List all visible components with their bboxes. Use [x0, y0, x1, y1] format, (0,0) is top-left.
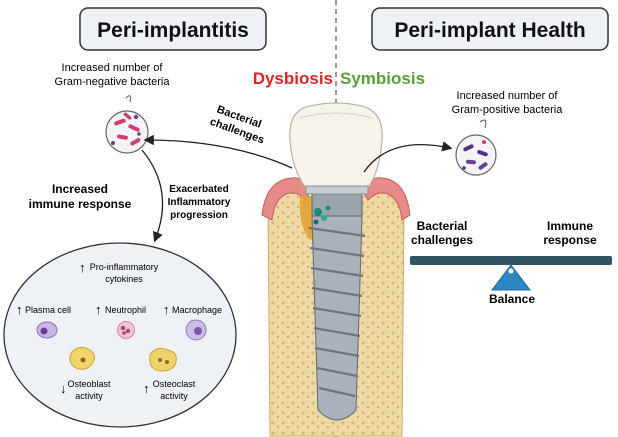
- exacerbated-label-line3: progression: [170, 210, 228, 221]
- up-arrow-icon: ↑: [163, 302, 170, 317]
- balance-label: Balance: [489, 292, 535, 306]
- gram-negative-caption-line2: Gram-negative bacteria: [55, 76, 171, 88]
- exacerbated-label-line1: Exacerbated: [169, 184, 228, 195]
- neutrophil-icon: [117, 321, 135, 339]
- gram-negative-caption-line1: Increased number of: [62, 62, 164, 74]
- neutrophil-label: Neutrophil: [105, 305, 146, 315]
- balance-left-label-line2: challenges: [411, 233, 473, 247]
- balance-right-label-line1: Immune: [547, 219, 593, 233]
- plasma-cell-icon: [36, 321, 58, 339]
- dental-implant-illustration: [261, 102, 411, 437]
- plasma-cell-label: Plasma cell: [25, 305, 71, 315]
- cytokines-label-line2: cytokines: [105, 274, 143, 284]
- osteoclast-icon: [149, 347, 177, 372]
- gram-positive-caption-line1: Increased number of: [457, 90, 559, 102]
- cytokines-label-line1: Pro-inflammatory: [90, 262, 159, 272]
- gram-positive-bacteria-icon: [455, 119, 497, 176]
- balance-right-label-line2: response: [543, 233, 597, 247]
- down-arrow-icon: ↓: [60, 381, 67, 396]
- osteoclast-label-line2: activity: [160, 391, 188, 401]
- up-arrow-icon: ↑: [16, 302, 23, 317]
- balance-fulcrum-icon: [490, 264, 532, 291]
- exacerbated-label-line2: Inflammatory: [168, 197, 231, 208]
- balance-beam: [410, 256, 612, 265]
- dysbiosis-label: Dysbiosis: [253, 69, 333, 88]
- macrophage-label: Macrophage: [172, 305, 222, 315]
- immune-progression-arrow: [141, 149, 164, 243]
- gram-positive-caption-line2: Gram-positive bacteria: [452, 104, 564, 116]
- osteoblast-label-line1: Osteoblast: [67, 379, 111, 389]
- up-arrow-icon: ↑: [79, 260, 86, 275]
- title-peri-implant-health: Peri-implant Health: [394, 19, 585, 42]
- osteoblast-icon: [69, 346, 96, 370]
- title-peri-implantitis: Peri-implantitis: [97, 19, 249, 42]
- osteoblast-label-line2: activity: [75, 391, 103, 401]
- gram-negative-bacteria-icon: [105, 95, 149, 154]
- immune-response-label-line2: immune response: [29, 197, 132, 211]
- bacterial-challenges-arrow: [143, 134, 293, 169]
- up-arrow-icon: ↑: [95, 302, 102, 317]
- osteoclast-label-line1: Osteoclast: [153, 379, 196, 389]
- up-arrow-icon: ↑: [143, 381, 150, 396]
- balance-left-label-line1: Bacterial: [417, 219, 468, 233]
- title-box-peri-implantitis: Peri-implantitis: [79, 7, 267, 51]
- title-box-peri-implant-health: Peri-implant Health: [371, 7, 609, 51]
- symbiosis-label: Symbiosis: [340, 69, 425, 88]
- macrophage-icon: [185, 319, 207, 341]
- symbiosis-arrow: [363, 141, 453, 173]
- immune-response-label-line1: Increased: [52, 182, 108, 196]
